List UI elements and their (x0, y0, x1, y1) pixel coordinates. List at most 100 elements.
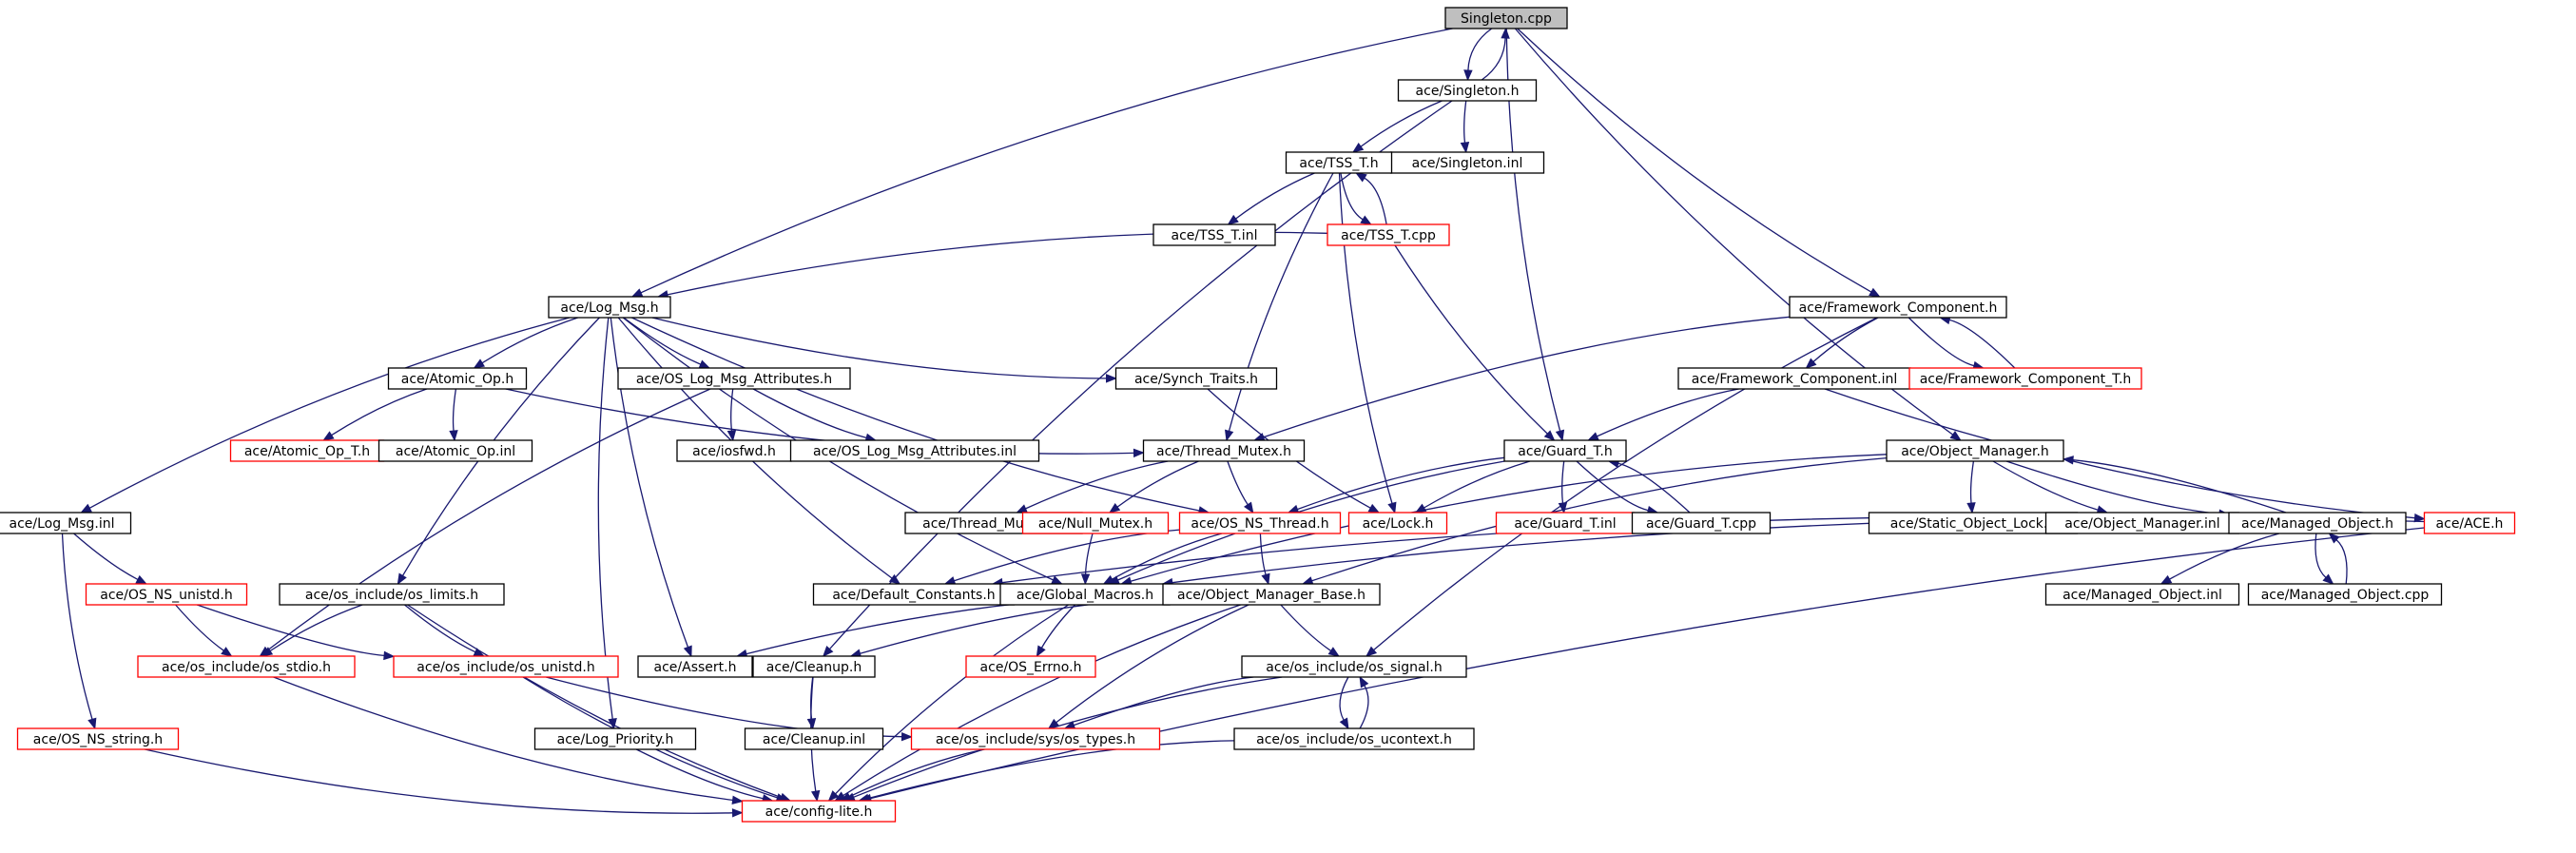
node-label: ace/Framework_Component.inl (1692, 372, 1898, 387)
node-default-constants-h[interactable]: ace/Default_Constants.h (812, 583, 1016, 606)
node-os-unistd-h[interactable]: ace/os_include/os_unistd.h (393, 655, 619, 678)
node-os-errno-h[interactable]: ace/OS_Errno.h (965, 655, 1096, 678)
arrowhead-os-limits-h-to-os-stdio-h (261, 647, 274, 657)
node-os-log-msg-attributes-h[interactable]: ace/OS_Log_Msg_Attributes.h (617, 367, 851, 390)
edge-managed-object-h-to-managed-object-inl (2169, 533, 2280, 580)
arrowhead-log-msg-inl-to-os-ns-string-h (87, 717, 97, 730)
edge-tss-t-h-to-tss-t-inl (1235, 172, 1315, 220)
node-log-msg-h[interactable]: ace/Log_Msg.h (548, 296, 671, 319)
node-box (2044, 583, 2240, 606)
arrowhead-singleton-h-to-singleton-inl (1460, 142, 1470, 154)
arrowhead-os-stdio-h-to-config-lite-h (731, 795, 744, 805)
node-thread-mutex-h[interactable]: ace/Thread_Mutex.h (1142, 439, 1306, 462)
edge-os-signal-h-to-os-ucontext-h (1339, 676, 1349, 721)
node-null-mutex-h[interactable]: ace/Null_Mutex.h (1021, 512, 1170, 534)
node-os-ns-unistd-h[interactable]: ace/OS_NS_unistd.h (85, 583, 248, 606)
arrowhead-tss-t-cpp-to-tss-t-h (1355, 172, 1367, 183)
arrowhead-singleton-h-to-tss-t-h (1351, 143, 1365, 153)
node-label: ace/Log_Priority.h (557, 732, 674, 747)
node-os-types-h[interactable]: ace/os_include/sys/os_types.h (910, 727, 1161, 750)
node-synch-traits-h[interactable]: ace/Synch_Traits.h (1114, 367, 1278, 390)
edge-os-log-msg-attributes-h-to-iosfwd-h (730, 388, 734, 432)
node-managed-object-h[interactable]: ace/Managed_Object.h (2228, 512, 2407, 534)
node-assert-h[interactable]: ace/Assert.h (637, 655, 753, 678)
node-label: ace/OS_NS_Thread.h (1191, 516, 1328, 532)
node-lock-h[interactable]: ace/Lock.h (1347, 512, 1448, 534)
node-guard-t-h[interactable]: ace/Guard_T.h (1503, 439, 1627, 462)
arrowhead-log-msg-h-to-default-constants-h (888, 573, 901, 585)
node-os-signal-h[interactable]: ace/os_include/os_signal.h (1241, 655, 1467, 678)
edge-atomic-op-h-to-atomic-op-t-h (331, 388, 428, 436)
node-label: ace/Managed_Object.inl (2063, 588, 2222, 603)
edge-singleton-h-to-singleton-cpp (1481, 37, 1506, 81)
node-box (789, 439, 1040, 462)
node-box (1241, 655, 1467, 678)
arrowhead-os-ns-unistd-h-to-os-stdio-h (221, 647, 233, 657)
node-box (85, 583, 248, 606)
node-log-msg-inl[interactable]: ace/Log_Msg.inl (0, 512, 132, 534)
node-log-priority-h[interactable]: ace/Log_Priority.h (533, 727, 697, 750)
arrowhead-thread-mutex-h-to-null-mutex-h (1108, 503, 1121, 514)
edge-os-log-msg-attributes-h-to-os-stdio-h (266, 388, 711, 651)
edge-log-msg-h-to-synch-traits-h (651, 317, 1107, 379)
node-tss-t-cpp[interactable]: ace/TSS_T.cpp (1327, 223, 1450, 246)
node-framework-component-t-h[interactable]: ace/Framework_Component_T.h (1908, 367, 2142, 390)
arrowhead-os-log-msg-attributes-h-to-iosfwd-h (726, 430, 737, 442)
node-guard-t-cpp[interactable]: ace/Guard_T.cpp (1631, 512, 1772, 534)
arrowhead-object-manager-h-to-static-object-lock-h (1966, 502, 1976, 514)
edge-guard-t-h-to-guard-t-cpp (1576, 460, 1649, 512)
edge-os-ns-unistd-h-to-os-unistd-h (196, 604, 385, 657)
node-box (1021, 512, 1170, 534)
node-global-macros-h[interactable]: ace/Global_Macros.h (999, 583, 1171, 606)
file-nodes: Singleton.cppace/Singleton.hace/Singleto… (0, 7, 2516, 823)
node-managed-object-cpp[interactable]: ace/Managed_Object.cpp (2247, 583, 2443, 606)
node-atomic-op-t-h[interactable]: ace/Atomic_Op_T.h (229, 439, 385, 462)
arrowhead-framework-component-h-to-os-signal-h (1365, 646, 1378, 657)
node-ace-h[interactable]: ace/ACE.h (2423, 512, 2516, 534)
arrowhead-log-msg-h-to-synch-traits-h (1106, 374, 1117, 383)
arrowhead-synch-traits-h-to-lock-h (1367, 503, 1381, 514)
node-object-manager-h[interactable]: ace/Object_Manager.h (1886, 439, 2064, 462)
node-singleton-inl[interactable]: ace/Singleton.inl (1389, 151, 1545, 174)
node-os-stdio-h[interactable]: ace/os_include/os_stdio.h (137, 655, 356, 678)
node-os-ns-thread-h[interactable]: ace/OS_NS_Thread.h (1178, 512, 1342, 534)
node-iosfwd-h[interactable]: ace/iosfwd.h (676, 439, 792, 462)
node-managed-object-inl[interactable]: ace/Managed_Object.inl (2044, 583, 2240, 606)
node-cleanup-h[interactable]: ace/Cleanup.h (752, 655, 876, 678)
node-tss-t-h[interactable]: ace/TSS_T.h (1285, 151, 1393, 174)
node-os-ucontext-h[interactable]: ace/os_include/os_ucontext.h (1233, 727, 1475, 750)
node-framework-component-inl[interactable]: ace/Framework_Component.inl (1677, 367, 1911, 390)
edge-singleton-cpp-to-log-msg-h (640, 28, 1453, 294)
node-label: ace/Object_Manager.h (1901, 444, 2049, 459)
edge-object-manager-h-to-object-manager-base-h (1311, 456, 1888, 582)
node-atomic-op-h[interactable]: ace/Atomic_Op.h (387, 367, 528, 390)
edge-singleton-h-to-singleton-inl (1463, 100, 1467, 144)
node-tss-t-inl[interactable]: ace/TSS_T.inl (1152, 223, 1276, 246)
node-label: ace/Log_Msg.inl (10, 516, 115, 532)
node-label: ace/Managed_Object.h (2241, 516, 2393, 532)
node-object-manager-base-h[interactable]: ace/Object_Manager_Base.h (1162, 583, 1381, 606)
node-os-limits-h[interactable]: ace/os_include/os_limits.h (279, 583, 505, 606)
arrowhead-tss-t-h-to-lock-h (1387, 501, 1397, 514)
edge-os-ns-thread-h-to-default-constants-h (954, 529, 1180, 582)
edge-framework-component-h-to-framework-component-inl (1812, 317, 1879, 362)
node-os-log-msg-attributes-inl[interactable]: ace/OS_Log_Msg_Attributes.inl (789, 439, 1040, 462)
edge-framework-component-inl-to-guard-t-h (1597, 388, 1739, 437)
node-os-ns-string-h[interactable]: ace/OS_NS_string.h (16, 727, 180, 750)
node-label: ace/os_include/os_stdio.h (162, 660, 331, 675)
edge-log-msg-h-to-os-ns-thread-h (631, 317, 1200, 512)
node-cleanup-inl[interactable]: ace/Cleanup.inl (744, 727, 884, 750)
node-guard-t-inl[interactable]: ace/Guard_T.inl (1495, 512, 1636, 534)
node-object-manager-inl[interactable]: ace/Object_Manager.inl (2044, 512, 2240, 534)
node-box (1886, 439, 2064, 462)
node-singleton-h[interactable]: ace/Singleton.h (1397, 79, 1538, 102)
edge-framework-component-h-to-thread-mutex-h (1263, 316, 1791, 438)
node-atomic-op-inl[interactable]: ace/Atomic_Op.inl (378, 439, 533, 462)
node-box (0, 512, 132, 534)
edge-null-mutex-h-to-global-macros-h (1084, 533, 1094, 575)
edge-log-msg-h-to-atomic-op-h (481, 317, 578, 364)
node-label: ace/Guard_T.cpp (1646, 516, 1756, 532)
node-framework-component-h[interactable]: ace/Framework_Component.h (1789, 296, 2007, 319)
node-config-lite-h[interactable]: ace/config-lite.h (741, 800, 897, 823)
